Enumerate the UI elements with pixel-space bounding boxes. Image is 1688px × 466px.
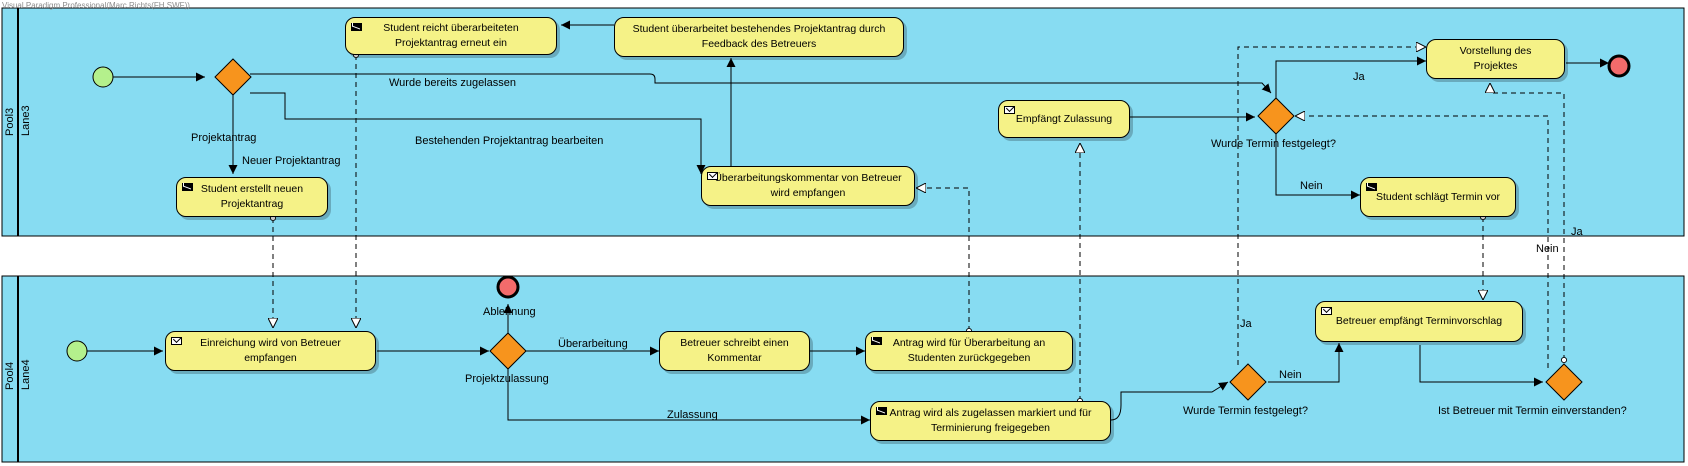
task-antrag-zurueck[interactable]: Antrag wird für Überarbeitung an Student… bbox=[865, 331, 1073, 371]
label-ablehnung: Ablehnung bbox=[483, 306, 536, 318]
end-event-lane3 bbox=[1607, 54, 1631, 78]
task-student-erstellt[interactable]: Student erstellt neuen Projektantrag bbox=[176, 177, 328, 217]
label-ja-bottom: Ja bbox=[1240, 318, 1252, 330]
task-empfaengt-zulassung[interactable]: Empfängt Zulassung bbox=[998, 100, 1130, 138]
message-flows bbox=[273, 47, 1564, 401]
lane4-label: Lane4 bbox=[20, 359, 32, 390]
label-zulassung: Zulassung bbox=[667, 409, 718, 421]
label-nein-right: Nein bbox=[1536, 243, 1559, 255]
task-betreuer-empfaengt-termin[interactable]: Betreuer empfängt Terminvorschlag bbox=[1315, 301, 1523, 342]
gateway-projektantrag bbox=[214, 58, 252, 96]
gateway-termin-top bbox=[1257, 97, 1295, 135]
task-label: Überarbeitungskommentar von Betreuer wir… bbox=[714, 172, 902, 199]
gateway-termin-bottom bbox=[1229, 363, 1267, 401]
receive-message-icon bbox=[1321, 307, 1332, 315]
label-neuer-projektantrag: Neuer Projektantrag bbox=[242, 155, 341, 167]
start-event-lane3 bbox=[92, 66, 114, 88]
start-event-lane4 bbox=[66, 340, 88, 362]
label-nein-bottom: Nein bbox=[1279, 369, 1302, 381]
task-label: Betreuer schreibt einen Kommentar bbox=[680, 337, 789, 364]
send-message-icon bbox=[1366, 183, 1377, 191]
task-label: Betreuer empfängt Terminvorschlag bbox=[1335, 315, 1503, 327]
task-label: Student reicht überarbeiteten Projektant… bbox=[383, 22, 519, 49]
task-label: Vorstellung des Projektes bbox=[1459, 45, 1532, 72]
task-betreuer-kommentar[interactable]: Betreuer schreibt einen Kommentar bbox=[659, 331, 810, 371]
task-label: Antrag wird für Überarbeitung an Student… bbox=[892, 337, 1046, 364]
task-label: Student überarbeitet bestehendes Projekt… bbox=[632, 23, 886, 50]
label-ja-right: Ja bbox=[1571, 226, 1583, 238]
label-ueberarbeitung: Überarbeitung bbox=[558, 338, 628, 350]
send-message-icon bbox=[351, 23, 362, 31]
task-student-schlaegt-termin[interactable]: Student schlägt Termin vor bbox=[1360, 177, 1516, 217]
label-bestehend-bearbeiten: Bestehenden Projektantrag bearbeiten bbox=[415, 135, 604, 147]
label-ja-top: Ja bbox=[1353, 71, 1365, 83]
lane3-label: Lane3 bbox=[20, 105, 32, 136]
label-nein-top: Nein bbox=[1300, 180, 1323, 192]
task-label: Student schlägt Termin vor bbox=[1375, 190, 1501, 203]
pool3-label: Pool3 bbox=[4, 107, 16, 136]
label-bereits-zugelassen: Wurde bereits zugelassen bbox=[389, 77, 516, 89]
sequence-flows bbox=[84, 20, 1609, 425]
send-message-icon bbox=[876, 407, 887, 415]
receive-message-icon bbox=[707, 172, 718, 180]
task-label: Empfängt Zulassung bbox=[1015, 112, 1113, 125]
task-vorstellung[interactable]: Vorstellung des Projektes bbox=[1426, 39, 1565, 79]
task-student-ueberarbeitet[interactable]: Student überarbeitet bestehendes Projekt… bbox=[614, 17, 904, 57]
watermark: Visual Paradigm Professional(Marc Richts… bbox=[2, 1, 190, 10]
pool4-label: Pool4 bbox=[4, 361, 16, 390]
task-label: Student erstellt neuen Projektantrag bbox=[200, 183, 304, 210]
gateway-projektzulassung bbox=[489, 332, 527, 370]
send-message-icon bbox=[871, 337, 882, 345]
gateway-einverstanden bbox=[1545, 363, 1583, 401]
receive-message-icon bbox=[171, 337, 182, 345]
label-projektzulassung: Projektzulassung bbox=[465, 373, 549, 385]
task-label: Antrag wird als zugelassen markiert und … bbox=[889, 407, 1092, 434]
label-einverstanden: Ist Betreuer mit Termin einverstanden? bbox=[1438, 405, 1627, 417]
task-antrag-zugelassen[interactable]: Antrag wird als zugelassen markiert und … bbox=[870, 401, 1111, 441]
task-einreichung-empfangen[interactable]: Einreichung wird von Betreuer empfangen bbox=[165, 331, 376, 371]
label-termin-top: Wurde Termin festgelegt? bbox=[1211, 138, 1336, 150]
task-student-reicht-ein[interactable]: Student reicht überarbeiteten Projektant… bbox=[345, 17, 557, 55]
receive-message-icon bbox=[1004, 106, 1015, 114]
send-message-icon bbox=[182, 183, 193, 191]
task-label: Einreichung wird von Betreuer empfangen bbox=[200, 337, 341, 364]
end-event-ablehnung bbox=[496, 275, 520, 299]
label-projektantrag: Projektantrag bbox=[191, 132, 257, 144]
label-termin-bottom: Wurde Termin festgelegt? bbox=[1183, 405, 1308, 417]
task-kommentar-empfangen[interactable]: Überarbeitungskommentar von Betreuer wir… bbox=[701, 166, 915, 206]
